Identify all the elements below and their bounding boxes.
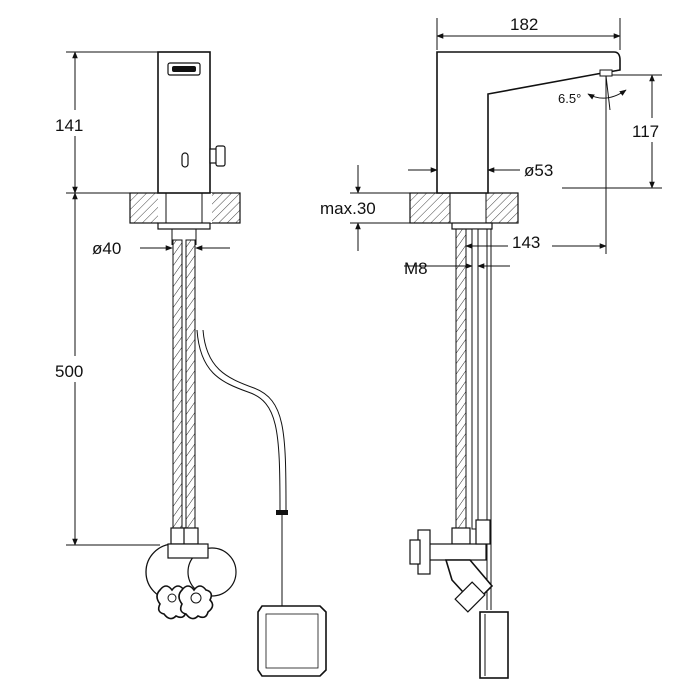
dim-diameter-53-label: ø53: [524, 161, 553, 180]
temperature-lever: [209, 145, 226, 167]
height-117-dimension: [562, 74, 670, 189]
offset-143-dimension: [465, 110, 607, 254]
dim-141-label: 141: [55, 116, 83, 135]
front-fixing-nut: [157, 222, 211, 230]
dim-117-label: 117: [632, 122, 659, 141]
side-view: 182 117 6.5° ø53 max.30: [320, 15, 670, 679]
front-hose-left: [172, 239, 183, 531]
dim-angle-label: 6.5°: [558, 91, 581, 106]
front-hose-right: [185, 239, 196, 531]
angle-dimension: [587, 75, 627, 111]
front-control-box: [257, 605, 327, 677]
dim-diameter-40-label: ø40: [92, 239, 121, 258]
front-sensor-cable: [196, 329, 281, 511]
dim-500-label: 500: [55, 362, 83, 381]
side-fixing-rod: [471, 228, 479, 530]
front-countertop: [129, 192, 241, 224]
front-height-dimension: [50, 51, 160, 546]
side-tap-body: [436, 51, 621, 194]
side-fixing-nut: [451, 222, 493, 230]
side-control-box: [479, 611, 509, 679]
front-outlet-slot: [181, 152, 189, 168]
front-angle-valves: [145, 527, 237, 620]
front-view: 141 500 ø40: [50, 51, 327, 677]
max-30-dimension: [350, 165, 410, 251]
side-angle-valve: [409, 519, 494, 613]
side-countertop: [409, 192, 519, 224]
dim-182-label: 182: [510, 15, 538, 34]
side-hose: [455, 228, 467, 530]
dim-m8-label: M8: [404, 259, 428, 278]
width-182-dimension: [436, 18, 621, 50]
dim-max-30-label: max.30: [320, 199, 376, 218]
dim-143-label: 143: [512, 233, 540, 252]
